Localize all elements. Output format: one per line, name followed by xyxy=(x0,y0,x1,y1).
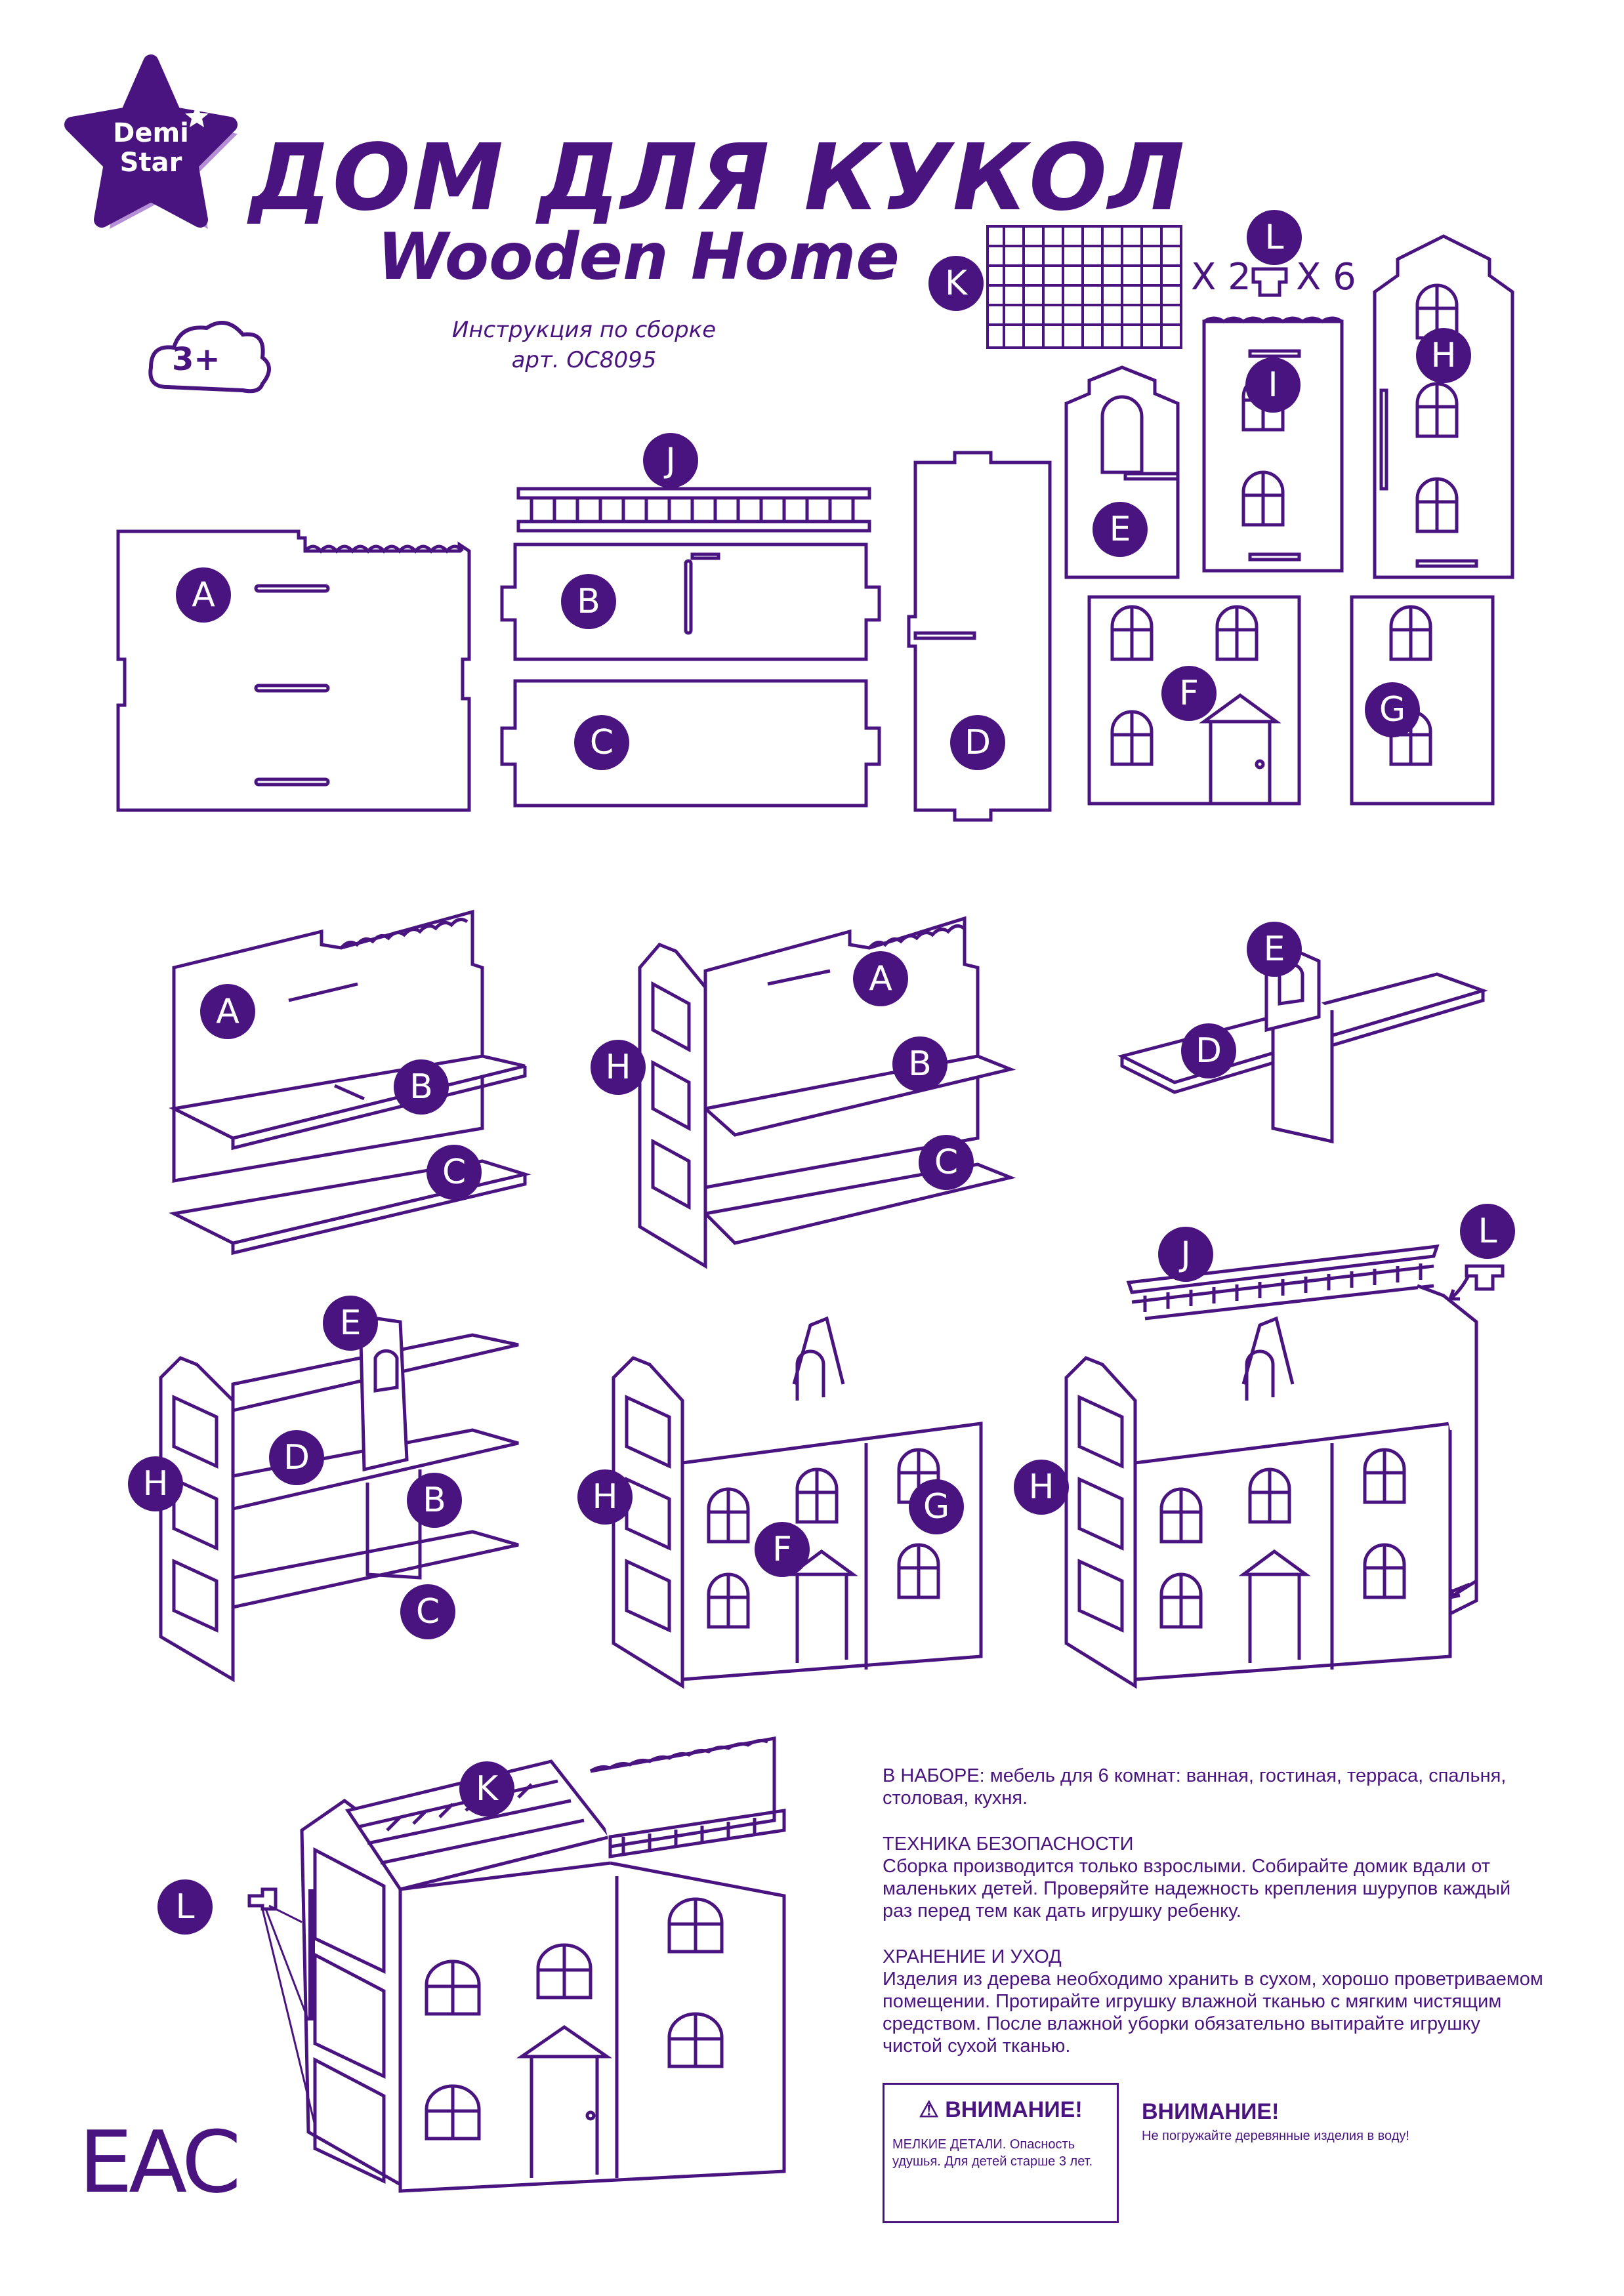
step-4-drawing xyxy=(159,1317,519,1683)
eac-mark: EAC xyxy=(79,2112,241,2212)
instruction-article: арт. OC8095 xyxy=(511,347,657,373)
step2-label-a: A xyxy=(853,951,908,1006)
part-a-shape xyxy=(116,529,471,812)
part-h-shape xyxy=(1373,234,1514,579)
step4-label-c: C xyxy=(400,1584,455,1639)
step4-label-e: E xyxy=(323,1296,378,1351)
kit-body: мебель для 6 комнат: ванная, гостиная, т… xyxy=(883,1765,1507,1809)
small-parts-warning: ⚠ ВНИМАНИЕ! МЕЛКИЕ ДЕТАЛИ. Опасность уду… xyxy=(883,2083,1119,2223)
step1-label-c: C xyxy=(427,1145,482,1200)
safety-body: Сборка производится только взрослыми. Со… xyxy=(883,1856,1511,1921)
part-label-g: G xyxy=(1365,682,1420,737)
instruction-caption: Инструкция по сборке арт. OC8095 xyxy=(420,315,748,375)
step-3-drawing xyxy=(1117,946,1489,1144)
age-cloud xyxy=(148,321,271,394)
part-k-quantity: X 2 xyxy=(1191,256,1251,298)
part-c-shape xyxy=(500,679,881,808)
final-label-l: L xyxy=(157,1879,213,1935)
part-label-j: J xyxy=(643,433,698,488)
brand-name-line1: Demi xyxy=(113,118,189,148)
part-d-shape xyxy=(907,451,1052,822)
kit-heading: В НАБОРЕ: xyxy=(883,1765,985,1786)
step4-label-d: D xyxy=(269,1430,324,1485)
step4-label-h: H xyxy=(128,1456,183,1511)
part-label-b: B xyxy=(561,574,616,629)
info-block: В НАБОРЕ: мебель для 6 комнат: ванная, г… xyxy=(883,1765,1545,2081)
part-label-i: I xyxy=(1245,358,1301,413)
final-label-k: K xyxy=(459,1761,514,1816)
brand-name-line2: Star xyxy=(119,148,182,178)
step1-label-a: A xyxy=(200,984,255,1039)
part-label-f: F xyxy=(1161,666,1217,721)
part-k-shape xyxy=(986,225,1182,349)
care-heading: ХРАНЕНИЕ И УХОД xyxy=(883,1946,1062,1967)
step6-label-j: J xyxy=(1158,1227,1213,1282)
part-e-shape xyxy=(1064,365,1180,579)
part-g-shape xyxy=(1350,595,1495,806)
page-subtitle: Wooden Home xyxy=(377,220,900,295)
instruction-line1: Инструкция по сборке xyxy=(451,317,717,343)
final-house-drawing xyxy=(247,1736,786,2193)
page-title: ДОМ ДЛЯ КУКОЛ xyxy=(249,125,1186,232)
step5-label-h: H xyxy=(577,1469,633,1525)
part-f-shape xyxy=(1087,595,1301,806)
part-l-quantity: X 6 xyxy=(1296,256,1356,298)
part-label-a: A xyxy=(176,567,231,623)
part-label-c: C xyxy=(574,715,629,770)
part-j-shape xyxy=(516,487,871,533)
part-label-e: E xyxy=(1093,502,1148,557)
warning-title: ⚠ ВНИМАНИЕ! xyxy=(919,2097,1083,2122)
part-b-shape xyxy=(500,543,881,661)
brand-logo xyxy=(64,54,238,229)
warning-body: МЕЛКИЕ ДЕТАЛИ. Опасность удушья. Для дет… xyxy=(892,2137,1093,2169)
step2-label-b: B xyxy=(892,1036,947,1092)
step2-label-c: C xyxy=(919,1135,974,1190)
step3-label-d: D xyxy=(1181,1023,1236,1078)
part-i-shape xyxy=(1202,316,1344,573)
age-badge: 3+ xyxy=(172,341,220,378)
step5-label-g: G xyxy=(909,1479,964,1534)
step-1-drawing xyxy=(169,909,531,1256)
step-6-drawing xyxy=(1064,1244,1505,1689)
step4-label-b: B xyxy=(407,1473,462,1528)
step5-label-f: F xyxy=(755,1522,810,1577)
part-label-h: H xyxy=(1416,328,1471,383)
safety-heading: ТЕХНИКА БЕЗОПАСНОСТИ xyxy=(883,1834,1134,1855)
part-label-d: D xyxy=(950,715,1005,770)
step-2-drawing xyxy=(638,916,1016,1269)
step2-label-h: H xyxy=(591,1040,646,1095)
care-body: Изделия из дерева необходимо хранить в с… xyxy=(883,1969,1543,2057)
step-5-drawing xyxy=(612,1316,983,1689)
kit-paragraph: В НАБОРЕ: мебель для 6 комнат: ванная, г… xyxy=(883,1765,1545,1809)
part-label-k: K xyxy=(928,256,984,311)
part-label-l: L xyxy=(1247,210,1302,265)
water-warning-body: Не погружайте деревянные изделия в воду! xyxy=(1142,2129,1409,2143)
step1-label-b: B xyxy=(394,1059,449,1115)
step3-label-e: E xyxy=(1247,922,1302,977)
water-warning: ВНИМАНИЕ! Не погружайте деревянные издел… xyxy=(1142,2099,1483,2144)
part-l-shape xyxy=(1251,267,1288,297)
water-warning-title: ВНИМАНИЕ! xyxy=(1142,2099,1280,2124)
step6-label-h: H xyxy=(1014,1460,1069,1515)
step6-label-l: L xyxy=(1460,1204,1515,1259)
